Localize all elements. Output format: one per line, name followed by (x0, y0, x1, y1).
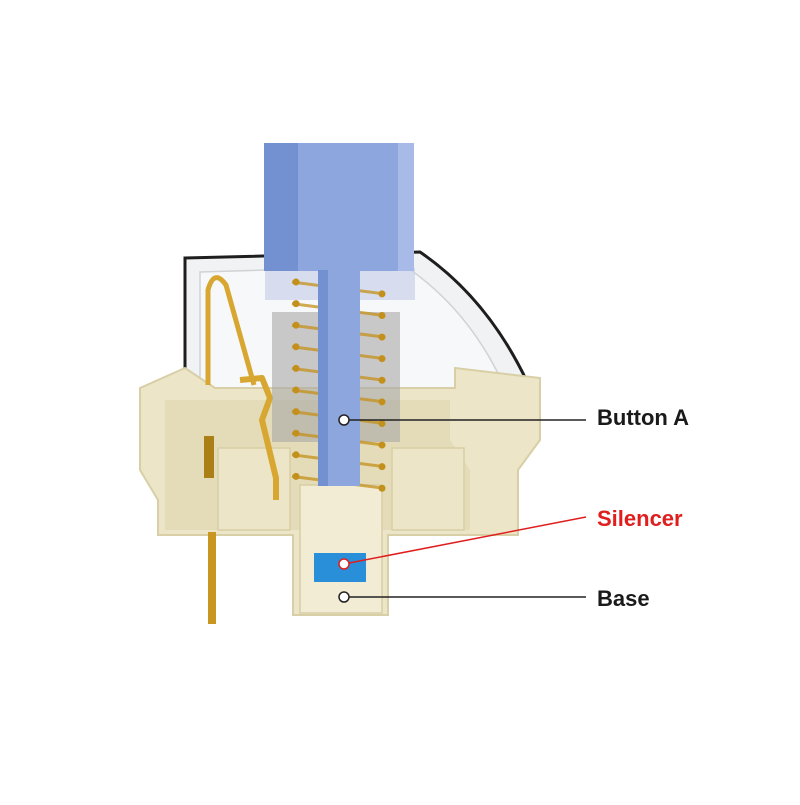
spring-coil-dot (292, 429, 300, 437)
contact-arm (239, 375, 279, 500)
marker-dot-button-a (338, 414, 350, 426)
stem (264, 143, 414, 486)
callout-leaders (338, 414, 587, 603)
spring-coil-dot (292, 386, 300, 394)
spring-coil-dot (292, 300, 300, 308)
metal-contacts (204, 275, 279, 624)
spring-coil-dot (378, 290, 386, 298)
spring-coil-dot (378, 441, 386, 449)
spring-coil-dot (378, 355, 386, 363)
spring-coil-dot (378, 311, 386, 319)
stem-top-highlight (398, 143, 414, 271)
contact-pin (208, 532, 216, 624)
spring-coil-dot (292, 278, 300, 286)
label-base: Base (597, 586, 650, 611)
spring-coil-dot (292, 364, 300, 372)
leader-line-silencer (343, 516, 587, 565)
housing-post-left (217, 447, 291, 531)
spring-coil-dot (292, 408, 300, 416)
spring-coil-dot (378, 376, 386, 384)
spring-coil-dot (292, 321, 300, 329)
spring-coil-dot (292, 472, 300, 480)
marker-dot-base (338, 591, 350, 603)
label-button-a: Button A (597, 405, 690, 430)
spring-coil-dot (378, 398, 386, 406)
spring-coil-dot (378, 484, 386, 492)
label-silencer: Silencer (597, 506, 683, 531)
housing-post-right (391, 447, 465, 531)
marker-dot-silencer (338, 558, 350, 570)
spring-coil-dot (378, 463, 386, 471)
spring-coil-dot (378, 333, 386, 341)
stem-shaft-shade (318, 270, 328, 486)
stem-top-shade (264, 143, 298, 271)
contact-block (204, 436, 214, 478)
spring-coil-dot (292, 343, 300, 351)
spring-coil-dot (378, 419, 386, 427)
spring-coil-dot (292, 451, 300, 459)
leaf-contact (205, 275, 257, 386)
